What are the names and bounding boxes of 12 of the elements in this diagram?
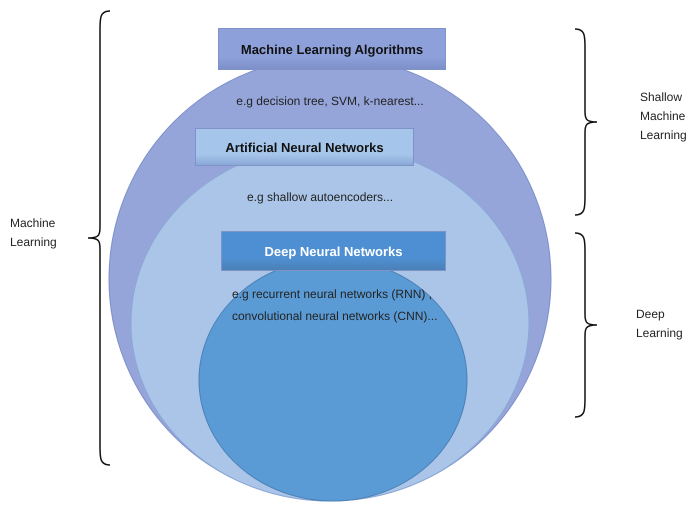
- ellipse-region: [108, 28, 552, 502]
- example-text: e.g shallow autoencoders...: [246, 189, 394, 206]
- brace-label: Machine Learning: [10, 215, 58, 251]
- ellipse-region: [130, 128, 530, 502]
- heading-banner: Deep Neural Networks: [221, 231, 446, 271]
- brace-label: Deep Learning: [636, 306, 684, 342]
- example-text: e.g decision tree, SVM, k-nearest...: [235, 93, 425, 110]
- heading-banner: Machine Learning Algorithms: [218, 28, 446, 70]
- heading-banner: Artificial Neural Networks: [195, 128, 414, 166]
- ellipse-region: [198, 231, 468, 502]
- brace-label: Shallow Machine Learning: [640, 89, 688, 144]
- example-text: e.g recurrent neural networks (RNN) , convolutional neural networks (CNN)...: [232, 286, 438, 325]
